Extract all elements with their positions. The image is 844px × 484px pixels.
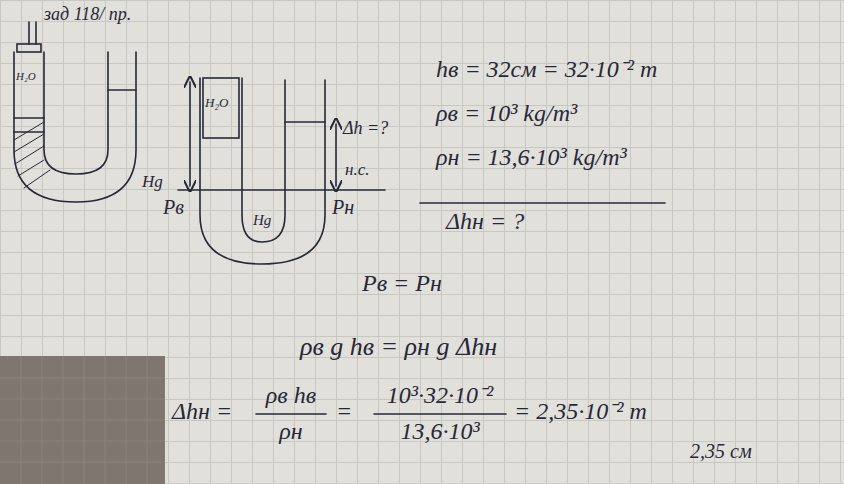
- interface-line: [14, 117, 44, 119]
- equation: Pв = Pн: [362, 270, 442, 298]
- piston: [17, 44, 41, 52]
- unknown-value: Δhн = ?: [446, 208, 524, 236]
- given-value: ρв = 10³ kg/m³: [436, 100, 577, 128]
- fraction-bar: [256, 413, 326, 415]
- equals-sign: =: [336, 398, 352, 426]
- liquid-label: H₂O: [16, 70, 36, 83]
- u-tube-outer: [14, 52, 136, 202]
- fraction-numerator: 10³·32·10⁻²: [387, 382, 493, 410]
- problem-number: зад 118/ пр.: [44, 4, 131, 25]
- equation: ρв g hв = ρн g Δhн: [300, 332, 497, 362]
- equation: Δhн =: [172, 398, 232, 426]
- liquid-label: Hg: [253, 212, 271, 229]
- given-value: hв = 32см = 32·10⁻² m: [436, 56, 657, 84]
- fraction-bar: [374, 413, 506, 415]
- scan-patch: [0, 356, 165, 484]
- fraction-numerator: ρв hв: [266, 382, 316, 410]
- given-line: [420, 202, 665, 204]
- height-arrow: [189, 82, 191, 186]
- mercury-hatch: [14, 122, 50, 188]
- level-line: [108, 89, 136, 91]
- delta-h-arrow: [335, 124, 337, 186]
- piston-rod: [35, 22, 37, 44]
- patch-grid: [0, 356, 165, 484]
- u-tube-inner: [44, 52, 108, 174]
- result: = 2,35·10⁻² m: [514, 398, 647, 426]
- liquid-label: H₂O: [205, 96, 228, 111]
- u-tube-inner: [242, 78, 285, 242]
- level-line: [285, 121, 325, 123]
- u-tube-outer: [200, 78, 325, 264]
- unknown-label: Δh =?: [343, 118, 388, 139]
- water-column: [203, 78, 239, 138]
- zero-level-line: [178, 189, 385, 191]
- given-value: ρн = 13,6·10³ kg/m³: [436, 144, 627, 172]
- liquid-label: Hg: [142, 172, 163, 192]
- pressure-label: Pн: [332, 196, 354, 219]
- pressure-label: Pв: [163, 196, 184, 219]
- fraction-denominator: 13,6·10³: [400, 418, 479, 446]
- level-label: н.с.: [345, 160, 369, 180]
- piston-rod: [28, 22, 30, 44]
- result: 2,35 см: [690, 440, 752, 463]
- fraction-denominator: ρн: [279, 418, 302, 446]
